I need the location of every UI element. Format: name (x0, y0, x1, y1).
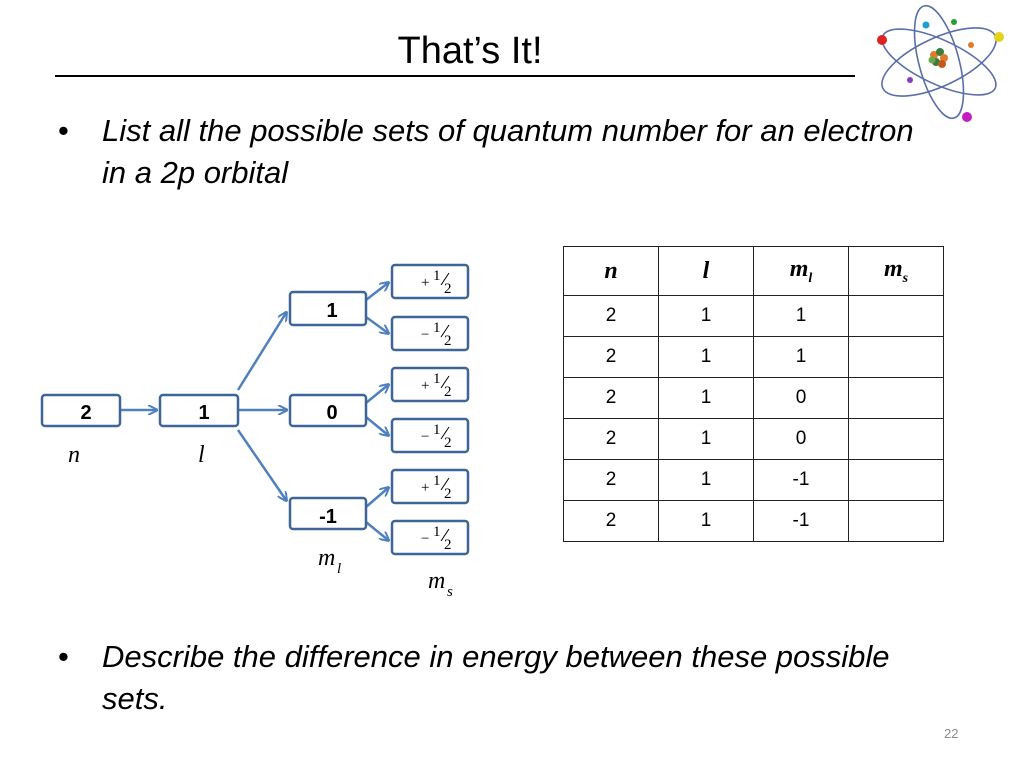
cell-n: 2 (563, 459, 659, 501)
n-label: n (68, 442, 80, 468)
cell-n: 2 (563, 500, 659, 542)
cell-n: 2 (563, 336, 659, 378)
cell-l: 1 (658, 418, 754, 460)
ms-frac-num: 1 (433, 371, 441, 387)
cell-ml: -1 (753, 500, 849, 542)
atom-icon (877, 4, 1004, 122)
ms-frac-den: 2 (444, 486, 452, 502)
cell-n: 2 (563, 295, 659, 337)
ms-frac-num: 1 (433, 320, 441, 336)
ms-box (390, 468, 470, 505)
l-box (158, 393, 240, 428)
cell-ml: 0 (753, 377, 849, 419)
cell-l: 1 (658, 377, 754, 419)
quantum-number-tree: 2 1 1 0 -1 + 1 2 − 1 2 + 1 2 − 1 2 + 1 2… (40, 263, 470, 600)
ms-sign: − (421, 327, 429, 343)
ms-sign: + (421, 480, 429, 496)
cell-ms (848, 500, 944, 542)
title-underline (55, 75, 855, 77)
cell-ml: 1 (753, 295, 849, 337)
ms-frac-den: 2 (444, 333, 452, 349)
cell-ms (848, 377, 944, 419)
quantum-number-table: n l ml ms 2 1 1 2 1 1 2 1 0 2 1 0 2 1 -1… (563, 246, 944, 542)
ms-box (390, 519, 470, 556)
cell-ms (848, 459, 944, 501)
ms-frac-num: 1 (433, 422, 441, 438)
cell-ml: -1 (753, 459, 849, 501)
ml-label-sub: l (337, 561, 341, 577)
cell-l: 1 (658, 500, 754, 542)
ms-sign: + (421, 378, 429, 394)
cell-ms (848, 336, 944, 378)
slide-title: That’s It! (397, 30, 543, 72)
ms-frac-den: 2 (444, 384, 452, 400)
ms-frac-den: 2 (444, 435, 452, 451)
ms-label: m (428, 568, 445, 594)
ml-value: 0 (326, 402, 337, 424)
ms-sign: + (421, 275, 429, 291)
n-box (40, 393, 122, 428)
cell-l: 1 (658, 459, 754, 501)
bullet-list-question: • List all the possible sets of quantum … (58, 110, 938, 200)
page-number: 22 (944, 726, 959, 741)
table-row: 2 1 1 (563, 295, 944, 337)
l-value: 1 (198, 402, 209, 424)
cell-l: 1 (658, 295, 754, 337)
cell-ms (848, 418, 944, 460)
cell-l: 1 (658, 336, 754, 378)
ml-label: m (318, 545, 335, 571)
ms-frac-den: 2 (444, 537, 452, 553)
ms-box (390, 366, 470, 403)
header-n: n (563, 246, 659, 296)
header-ml: ml (753, 246, 849, 296)
ml-box (288, 393, 368, 428)
n-value: 2 (80, 402, 91, 424)
table-row: 2 1 1 (563, 336, 944, 378)
ms-box (390, 417, 470, 454)
ms-sign: − (421, 531, 429, 547)
ml-value: 1 (326, 300, 337, 322)
cell-ml: 1 (753, 336, 849, 378)
table-row: 2 1 -1 (563, 459, 944, 501)
ms-box (390, 263, 470, 300)
cell-n: 2 (563, 377, 659, 419)
table-header-row: n l ml ms (563, 246, 944, 296)
table-row: 2 1 -1 (563, 500, 944, 542)
ms-frac-den: 2 (444, 281, 452, 297)
ms-frac-num: 1 (433, 268, 441, 284)
ml-box (288, 496, 368, 531)
bullet-dot: • (58, 113, 69, 148)
bullet-text: Describe the difference in energy betwee… (102, 639, 890, 716)
header-ms: ms (848, 246, 944, 296)
cell-n: 2 (563, 418, 659, 460)
bullet-text: List all the possible sets of quantum nu… (102, 113, 914, 190)
ms-frac-num: 1 (433, 524, 441, 540)
ml-value: -1 (319, 506, 337, 528)
cell-ml: 0 (753, 418, 849, 460)
ml-box (288, 290, 368, 327)
bullet-list-followup: • Describe the difference in energy betw… (58, 636, 938, 726)
bullet-dot: • (58, 639, 69, 674)
ms-box (390, 315, 470, 352)
ms-sign: − (421, 429, 429, 445)
l-label: l (198, 442, 205, 468)
cell-ms (848, 295, 944, 337)
table-row: 2 1 0 (563, 418, 944, 460)
ms-label-sub: s (447, 584, 453, 600)
header-l: l (658, 246, 754, 296)
ms-frac-num: 1 (433, 473, 441, 489)
table-row: 2 1 0 (563, 377, 944, 419)
